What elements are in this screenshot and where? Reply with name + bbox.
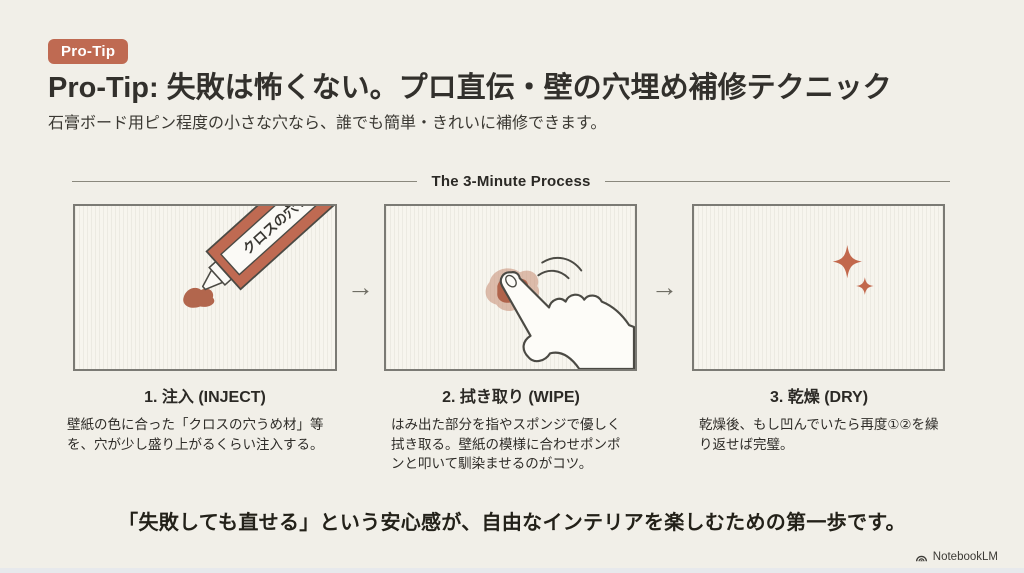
divider-line-left: [72, 180, 418, 182]
sparkle-icon: [832, 245, 874, 295]
step-2-illustration-panel: [384, 204, 637, 371]
notebooklm-brand: NotebookLM: [915, 549, 998, 565]
step-2-title: 2. 拭き取り (WIPE): [442, 389, 580, 406]
hand-outline: [499, 271, 635, 369]
step-1-illustration-panel: クロスの穴うめ材: [73, 204, 337, 371]
closing-message: 「失敗しても直せる」という安心感が、自由なインテリアを楽しむための第一歩です。: [118, 512, 906, 534]
fingernail: [505, 274, 517, 288]
page-subtitle: 石膏ボード用ピン程度の小さな穴なら、誰でも簡単・きれいに補修できます。: [48, 115, 607, 132]
sparkle-small: [856, 277, 874, 295]
step-1-title: 1. 注入 (INJECT): [144, 389, 266, 406]
arrow-right-icon: →: [651, 272, 678, 302]
step-2-caption: 2. 拭き取り (WIPE) はみ出た部分を指やスポンジで優しく拭き取る。壁紙の…: [361, 383, 661, 474]
motion-arc: [537, 269, 570, 280]
motion-arc: [541, 256, 583, 272]
step-3-title: 3. 乾燥 (DRY): [769, 389, 869, 406]
filler-blob: [183, 287, 215, 308]
wiping-hand-icon: [485, 256, 635, 369]
step-3-illustration-panel: [692, 204, 945, 371]
sparkle-large: [832, 245, 862, 279]
bottom-strip: [0, 568, 1024, 573]
notebooklm-logo-icon: [915, 555, 927, 562]
page-title: Pro-Tip: 失敗は怖くない。プロ直伝・壁の穴埋め補修テクニック: [48, 72, 892, 104]
step-3-description: 乾燥後、もし凹んでいたら再度①②を繰り返せば完璧。: [699, 417, 939, 452]
pro-tip-badge: Pro-Tip: [48, 39, 129, 64]
step-3-caption: 3. 乾燥 (DRY) 乾燥後、もし凹んでいたら再度①②を繰り返せば完璧。: [669, 383, 969, 454]
caulk-tube-icon: クロスの穴うめ材: [183, 206, 335, 308]
divider-line-right: [604, 180, 951, 182]
process-heading: The 3-Minute Process: [72, 172, 951, 190]
step-2-description: はみ出た部分を指やスポンジで優しく拭き取る。壁紙の模様に合わせポンポンと叩いて馴…: [391, 417, 621, 472]
step-1-caption: 1. 注入 (INJECT) 壁紙の色に合った「クロスの穴うめ材」等を、穴が少し…: [55, 383, 355, 454]
arrow-right-icon: →: [347, 272, 374, 302]
process-heading-label: The 3-Minute Process: [431, 172, 591, 190]
notebooklm-label: NotebookLM: [932, 551, 998, 563]
step-1-description: 壁紙の色に合った「クロスの穴うめ材」等を、穴が少し盛り上がるくらい注入する。: [67, 417, 324, 452]
